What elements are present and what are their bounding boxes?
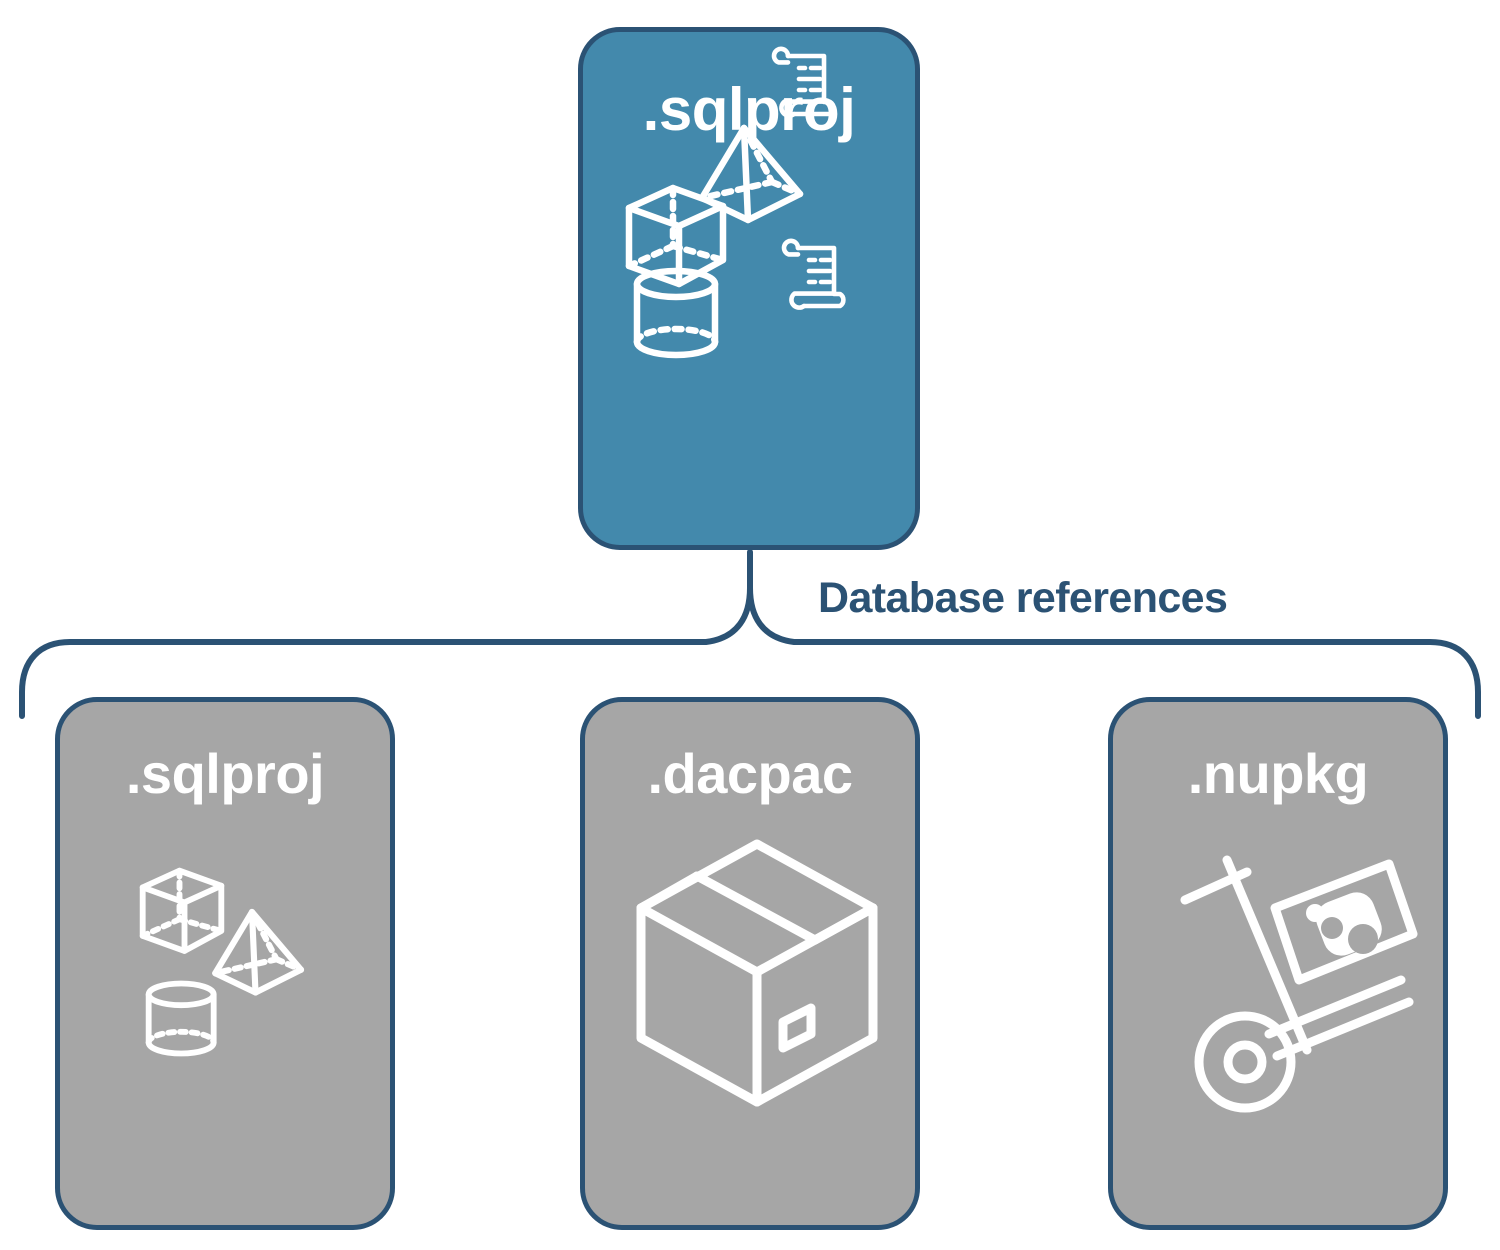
hand-truck-icon: [1180, 855, 1414, 1113]
connector-label: Database references: [818, 574, 1228, 622]
child-card-sqlproj[interactable]: .sqlproj: [55, 697, 395, 1230]
child-card-dacpac[interactable]: .dacpac: [580, 697, 920, 1230]
shipping-box-icon: [636, 839, 878, 1107]
child-card-nupkg[interactable]: .nupkg: [1108, 697, 1448, 1230]
child-card-sqlproj-title: .sqlproj: [125, 742, 325, 805]
child-card-dacpac-title: .dacpac: [647, 742, 853, 805]
nuget-package-icon: [1270, 859, 1418, 985]
pyramid-icon: [212, 908, 305, 996]
cube-icon: [139, 867, 225, 954]
cylinder-icon: [145, 980, 217, 1057]
child-card-nupkg-title: .nupkg: [1187, 742, 1369, 805]
